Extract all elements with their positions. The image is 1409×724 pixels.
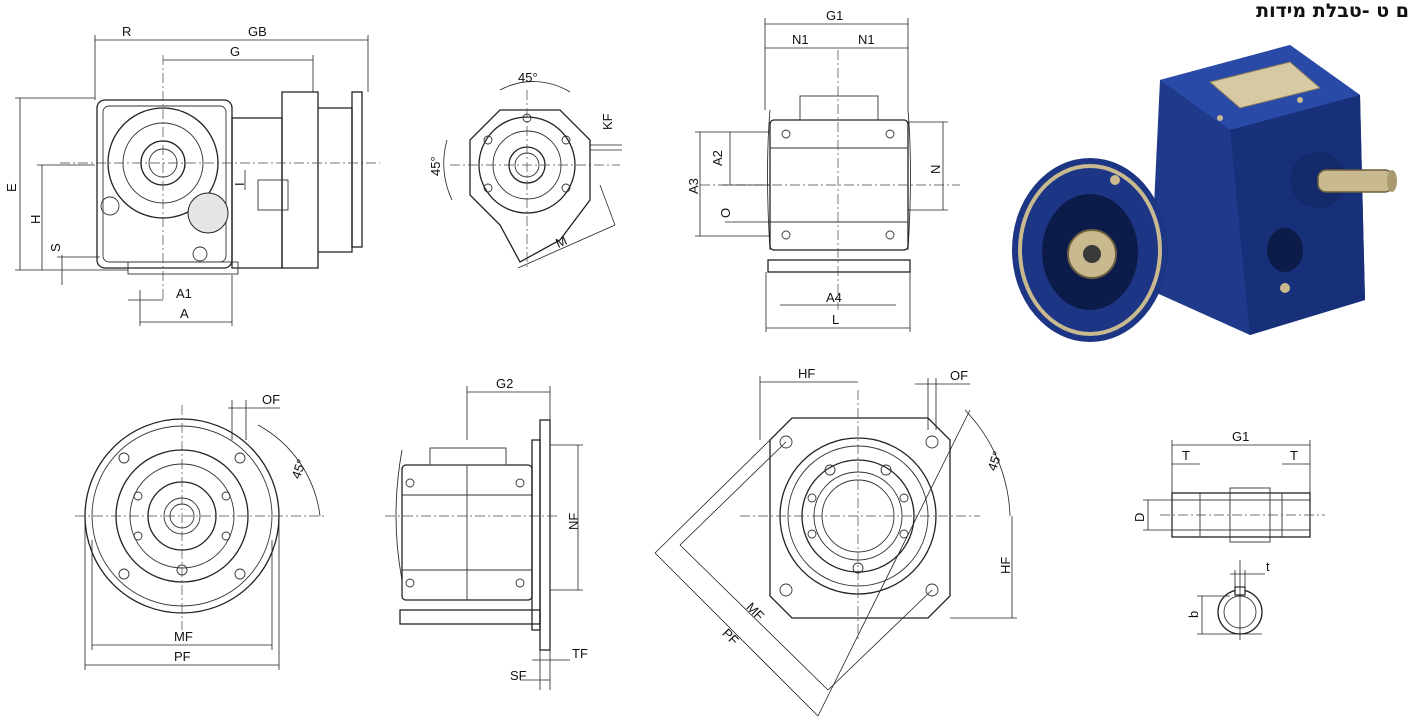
- label-N1-right: N1: [858, 32, 875, 47]
- label-PF: PF: [174, 649, 191, 664]
- label-G1: G1: [826, 8, 843, 23]
- label-A1: A1: [176, 286, 192, 301]
- label-NF: NF: [566, 513, 581, 530]
- label-T-left: T: [1182, 448, 1190, 463]
- label-OF-square: OF: [950, 368, 968, 383]
- label-HF-top: HF: [798, 366, 815, 381]
- end-view: [443, 81, 622, 270]
- label-A3: A3: [686, 178, 701, 194]
- label-T-right: T: [1290, 448, 1298, 463]
- top-view: [695, 18, 960, 332]
- label-TF: TF: [572, 646, 588, 661]
- side-view: [15, 35, 380, 326]
- label-M: M: [553, 233, 569, 251]
- gearbox-render: [1012, 45, 1397, 342]
- label-b: b: [1186, 611, 1201, 618]
- flange-side-view: [385, 386, 583, 690]
- label-S: S: [48, 243, 63, 252]
- label-GB: GB: [248, 24, 267, 39]
- label-G: G: [230, 44, 240, 59]
- page-title: ם ט -טבלת מידות: [1256, 0, 1409, 22]
- label-A4: A4: [826, 290, 842, 305]
- label-G1-shaft: G1: [1232, 429, 1249, 444]
- label-OF: OF: [262, 392, 280, 407]
- label-G2: G2: [496, 376, 513, 391]
- label-45-square: 45°: [984, 449, 1005, 473]
- hollow-shaft-view: [1143, 440, 1325, 640]
- label-A: A: [180, 306, 189, 321]
- label-45-left: 45°: [428, 156, 443, 176]
- label-SF: SF: [510, 668, 527, 683]
- label-t: t: [1266, 559, 1270, 574]
- label-HF-right: HF: [998, 557, 1013, 574]
- label-D: D: [1132, 513, 1147, 522]
- label-R: R: [122, 24, 131, 39]
- flange-square-view: [654, 376, 1017, 717]
- label-O: O: [718, 208, 733, 218]
- label-N1-left: N1: [792, 32, 809, 47]
- label-PF-square: PF: [719, 626, 741, 648]
- label-A2: A2: [710, 150, 725, 166]
- label-45-flange: 45°: [288, 457, 309, 481]
- label-MF: MF: [174, 629, 193, 644]
- label-N: N: [928, 165, 943, 174]
- label-45-top: 45°: [518, 70, 538, 85]
- label-E: E: [4, 183, 19, 192]
- label-KF: KF: [600, 113, 615, 130]
- label-L: L: [832, 312, 839, 327]
- label-I: I: [232, 182, 247, 186]
- flange-round-view: [75, 400, 325, 670]
- label-MF-square: MF: [743, 600, 767, 624]
- label-H: H: [28, 215, 43, 224]
